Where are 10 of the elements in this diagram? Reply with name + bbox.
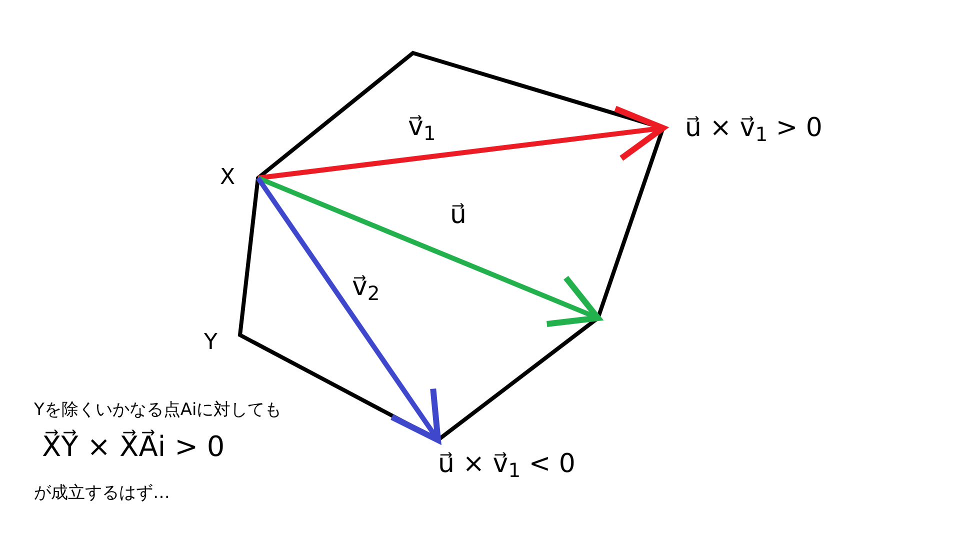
point-label: Y	[204, 329, 218, 357]
vector-arrow	[258, 106, 666, 180]
formula-label: u⃗ × v⃗$_{1}$ < 0	[437, 448, 576, 484]
formula-note: X⃗Y⃗ × X⃗A⃗i > 0	[42, 428, 225, 465]
formula-label: u⃗ × v⃗$_{1}$ > 0	[684, 112, 824, 148]
vector-arrow	[257, 176, 601, 327]
formula-note: Yを除くいかなる点Aiに対しても	[34, 399, 282, 422]
vector-arrow	[256, 176, 441, 443]
point-label: X	[220, 164, 236, 192]
formula-note: が成立するはず…	[34, 482, 170, 505]
